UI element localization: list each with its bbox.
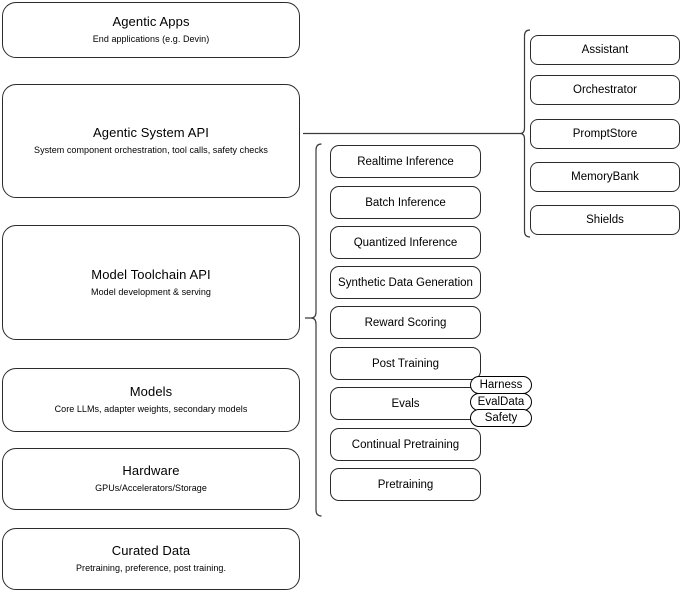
system-item-orchestrator[interactable]: Orchestrator <box>530 75 680 105</box>
eval-pill-harness[interactable]: Harness <box>470 376 532 394</box>
layer-subtitle: Core LLMs, adapter weights, secondary mo… <box>54 404 248 414</box>
toolchain-item-reward-scoring[interactable]: Reward Scoring <box>330 306 481 339</box>
toolchain-item-label: Reward Scoring <box>364 316 447 329</box>
toolchain-item-label: Evals <box>391 397 420 410</box>
toolchain-item-post-training[interactable]: Post Training <box>330 347 481 380</box>
system-item-shields[interactable]: Shields <box>530 205 680 235</box>
system-item-label: Orchestrator <box>573 84 637 96</box>
toolchain-item-batch-inference[interactable]: Batch Inference <box>330 186 481 219</box>
toolchain-item-synthetic-data-generation[interactable]: Synthetic Data Generation <box>330 266 481 299</box>
layer-subtitle: Pretraining, preference, post training. <box>75 563 227 573</box>
toolchain-item-label: Realtime Inference <box>357 155 454 168</box>
toolchain-item-label: Quantized Inference <box>353 236 458 249</box>
toolchain-item-realtime-inference[interactable]: Realtime Inference <box>330 145 481 178</box>
layer-box-models[interactable]: Models Core LLMs, adapter weights, secon… <box>2 368 300 432</box>
layer-subtitle: Model development & serving <box>91 286 211 297</box>
system-item-assistant[interactable]: Assistant <box>530 35 680 65</box>
layer-title: Models <box>129 384 173 399</box>
layer-subtitle: End applications (e.g. Devin) <box>92 34 210 44</box>
layer-subtitle: System component orchestration, tool cal… <box>34 145 268 155</box>
layer-box-hardware[interactable]: Hardware GPUs/Accelerators/Storage <box>2 448 300 510</box>
layer-box-model-toolchain-api[interactable]: Model Toolchain API Model development & … <box>2 225 300 340</box>
bracket-toolchain-components <box>305 143 322 517</box>
layer-box-curated-data[interactable]: Curated Data Pretraining, preference, po… <box>2 528 300 590</box>
bracket-system-components <box>514 29 531 238</box>
eval-pill-label: Safety <box>484 412 518 424</box>
layer-subtitle: GPUs/Accelerators/Storage <box>95 483 207 493</box>
toolchain-item-label: Continual Pretraining <box>351 438 460 451</box>
system-item-label: Assistant <box>581 44 629 56</box>
toolchain-item-evals[interactable]: Evals <box>330 387 481 420</box>
layer-title: Curated Data <box>111 543 191 558</box>
layer-box-agentic-system-api[interactable]: Agentic System API System component orch… <box>2 84 300 198</box>
system-item-promptstore[interactable]: PromptStore <box>530 119 680 149</box>
toolchain-item-label: Batch Inference <box>365 196 446 209</box>
layer-title: Agentic Apps <box>112 14 190 29</box>
toolchain-item-quantized-inference[interactable]: Quantized Inference <box>330 226 481 259</box>
toolchain-item-label: Synthetic Data Generation <box>338 276 473 289</box>
system-item-label: MemoryBank <box>571 171 639 183</box>
layer-box-agentic-apps[interactable]: Agentic Apps End applications (e.g. Devi… <box>2 2 300 58</box>
toolchain-item-label: Post Training <box>371 357 440 370</box>
layer-title: Agentic System API <box>93 125 209 140</box>
eval-pill-label: EvalData <box>477 396 525 408</box>
toolchain-item-continual-pretraining[interactable]: Continual Pretraining <box>330 428 481 461</box>
eval-pill-label: Harness <box>479 379 523 391</box>
toolchain-item-pretraining[interactable]: Pretraining <box>330 468 481 501</box>
system-item-memorybank[interactable]: MemoryBank <box>530 162 680 192</box>
layer-title: Hardware <box>122 463 180 478</box>
layer-title: Model Toolchain API <box>91 266 211 282</box>
toolchain-item-label: Pretraining <box>377 478 434 491</box>
eval-pill-safety[interactable]: Safety <box>470 409 532 427</box>
system-item-label: Shields <box>586 214 624 226</box>
system-item-label: PromptStore <box>572 128 638 140</box>
